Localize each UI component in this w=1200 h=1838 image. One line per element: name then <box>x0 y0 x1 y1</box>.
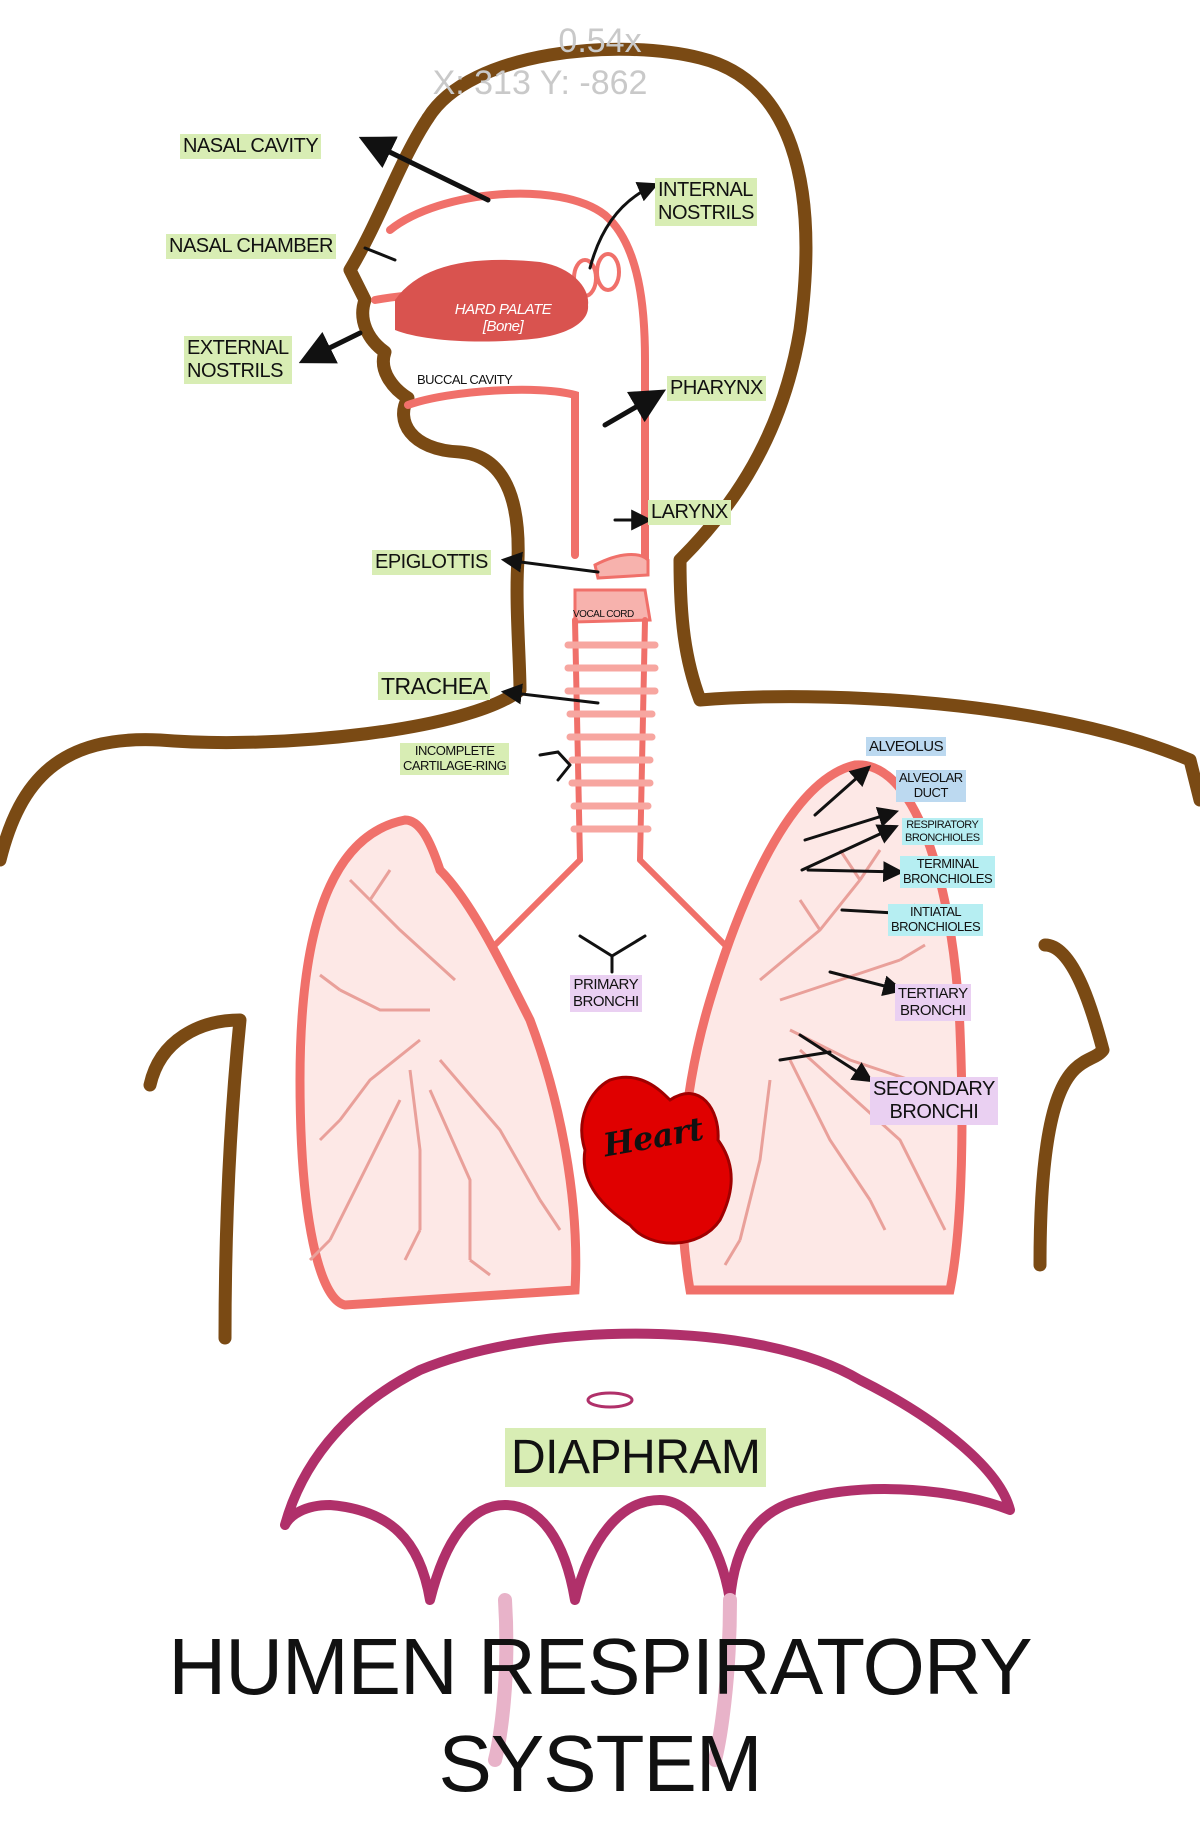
label-incomplete-ring-line2: CARTILAGE-RING <box>403 757 507 773</box>
label-respiratory-bronchioles: RESPIRATORY BRONCHIOLES <box>902 818 983 846</box>
label-internal-nostrils-line2: NOSTRILS <box>658 202 755 224</box>
zoom-readout: 0.54x <box>558 22 642 60</box>
label-secondary-bronchi: SECONDARY BRONCHI <box>870 1077 998 1125</box>
label-epiglottis: EPIGLOTTIS <box>372 550 491 575</box>
label-hard-palate: HARD PALATE [Bone] <box>420 300 586 337</box>
right-bronchial-tree <box>723 849 947 1266</box>
label-incomplete-ring-line1: INCOMPLETE <box>414 743 495 758</box>
coordinate-readout: X: 313 Y: -862 <box>432 64 648 102</box>
label-hard-palate-line1: HARD PALATE <box>454 301 552 318</box>
label-terminal-bronchioles-line1: TERMINAL <box>916 856 979 871</box>
label-primary-bronchi-line1: PRIMARY <box>573 976 639 993</box>
label-external-nostrils-line2: NOSTRILS <box>187 360 284 382</box>
hard-palate-shape <box>395 259 589 342</box>
label-internal-nostrils-line1: INTERNAL <box>658 179 753 201</box>
label-buccal-cavity: BUCCAL CAVITY <box>417 372 513 387</box>
left-lung <box>295 815 581 1310</box>
label-diaphragm: DIAPHRAM <box>505 1428 767 1488</box>
label-primary-bronchi-line2: BRONCHI <box>573 993 639 1011</box>
label-external-nostrils: EXTERNAL NOSTRILS <box>184 336 292 384</box>
label-primary-bronchi: PRIMARY BRONCHI <box>570 975 642 1012</box>
diagram-title-line2: SYSTEM <box>438 1719 763 1808</box>
label-secondary-bronchi-line1: SECONDARY <box>873 1078 995 1100</box>
label-trachea: TRACHEA <box>378 672 491 701</box>
diaphragm-shape <box>280 1328 1015 1605</box>
internal-nostril-loop-2 <box>595 252 621 292</box>
label-alveolar-duct-line1: ALVEOLAR <box>899 770 963 785</box>
epiglottis-flap <box>593 553 650 580</box>
label-pharynx: PHARYNX <box>667 376 766 401</box>
label-terminal-bronchioles-line2: BRONCHIOLES <box>903 870 993 886</box>
label-initial-bronchioles-line2: BRONCHIOLES <box>891 918 981 934</box>
label-respiratory-bronchioles-line1: RESPIRATORY <box>906 819 979 831</box>
label-incomplete-cartilage-ring: INCOMPLETE CARTILAGE-RING <box>400 743 510 775</box>
label-initial-bronchioles: INTIATAL BRONCHIOLES <box>888 904 984 936</box>
diaphragm-legs <box>488 1593 737 1767</box>
label-tertiary-bronchi-line1: TERTIARY <box>898 985 968 1002</box>
label-vocal-cord: VOCAL CORD <box>573 609 634 620</box>
label-alveolar-duct-line2: DUCT <box>913 784 949 800</box>
label-tertiary-bronchi: TERTIARY BRONCHI <box>895 984 971 1021</box>
label-alveolar-duct: ALVEOLAR DUCT <box>896 770 966 802</box>
label-initial-bronchioles-line1: INTIATAL <box>910 904 962 919</box>
cartilage-rings <box>564 641 659 833</box>
label-terminal-bronchioles: TERMINAL BRONCHIOLES <box>900 856 996 888</box>
label-alveolus: ALVEOLUS <box>866 737 947 757</box>
diaphragm-opening <box>586 1391 634 1409</box>
label-secondary-bronchi-line2: BRONCHI <box>889 1101 979 1123</box>
vocal-cord-shape <box>573 588 652 624</box>
label-tertiary-bronchi-line2: BRONCHI <box>899 1002 966 1020</box>
label-respiratory-bronchioles-line2: BRONCHIOLES <box>905 831 980 844</box>
heart-shape <box>580 1075 733 1245</box>
label-nasal-chamber: NASAL CHAMBER <box>166 234 336 259</box>
body-outline <box>0 42 1200 1345</box>
label-larynx: LARYNX <box>648 500 731 525</box>
right-lung <box>677 760 967 1295</box>
label-external-nostrils-line1: EXTERNAL <box>187 337 289 359</box>
diagram-title-line1: HUMEN RESPIRATORY <box>168 1622 1032 1711</box>
label-nasal-cavity: NASAL CAVITY <box>180 134 322 159</box>
label-internal-nostrils: INTERNAL NOSTRILS <box>655 178 758 226</box>
label-hard-palate-line2: [Bone] <box>482 318 524 336</box>
left-bronchial-tree <box>308 869 562 1277</box>
